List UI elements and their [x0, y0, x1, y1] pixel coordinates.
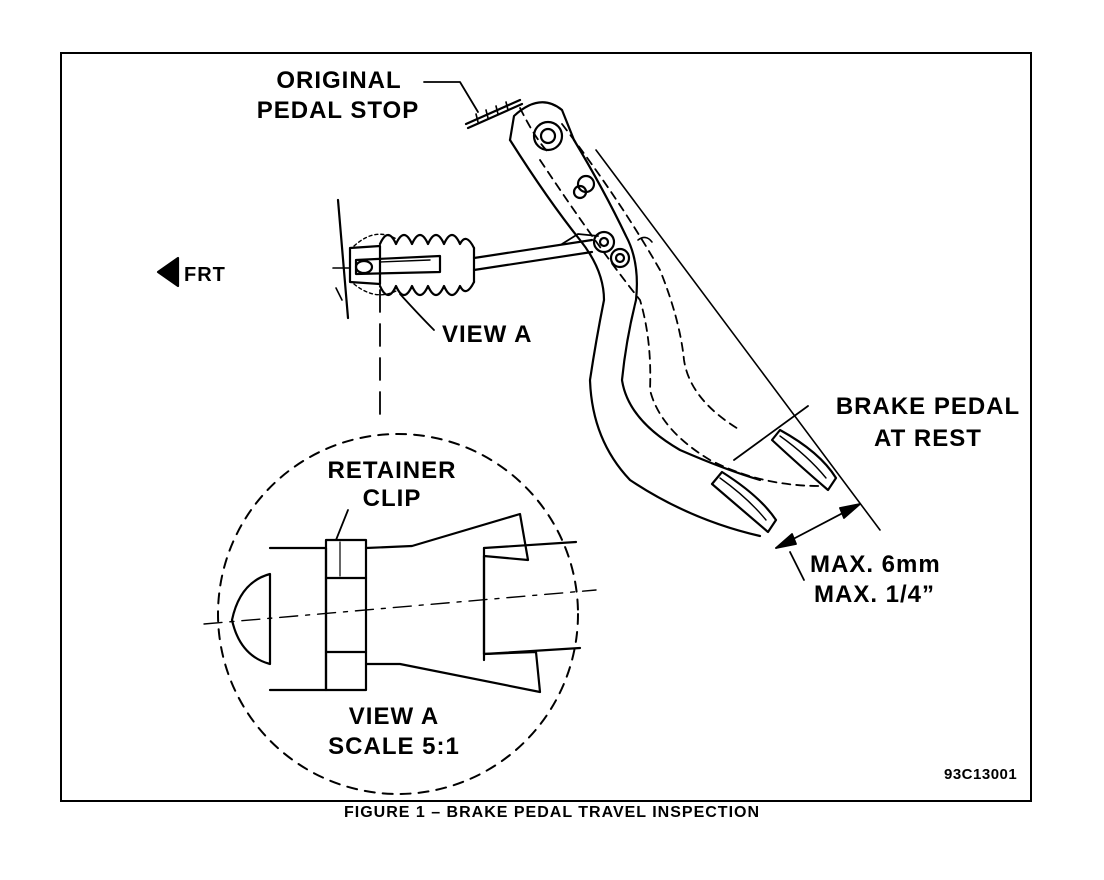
pedal-arm — [508, 101, 762, 538]
pedal-pads — [710, 428, 838, 534]
view-a-leader — [379, 289, 435, 421]
brake-pedal-leader — [733, 405, 809, 461]
booster-pushrod — [348, 233, 599, 297]
retainer-clip-label-1: RETAINER — [327, 457, 457, 484]
max-travel-dimension — [775, 503, 861, 581]
front-label: FRT — [184, 264, 226, 286]
front-arrow-icon — [156, 256, 180, 288]
figure-frame — [60, 52, 1032, 802]
detail-view-label: VIEW A — [348, 703, 440, 730]
pedal-stop — [423, 81, 524, 130]
figure-id-label: 93C13001 — [944, 766, 1018, 783]
reference-line — [595, 149, 881, 531]
brake-pedal-label-1: BRAKE PEDAL — [835, 393, 1021, 420]
original-pedal-stop-label-1: ORIGINAL — [276, 67, 402, 94]
max-mm-label: MAX. 6mm — [810, 551, 941, 578]
detail-scale-label: SCALE 5:1 — [328, 733, 460, 760]
brake-pedal-label-2: AT REST — [874, 425, 982, 452]
pedal-arm-rest-outline — [519, 107, 821, 487]
max-in-label: MAX. 1/4” — [814, 581, 936, 608]
original-pedal-stop-label-2: PEDAL STOP — [256, 97, 420, 124]
view-a-detail — [203, 433, 597, 795]
firewall-lines — [332, 198, 351, 320]
view-a-label: VIEW A — [442, 321, 533, 348]
figure-caption: FIGURE 1 – BRAKE PEDAL TRAVEL INSPECTION — [343, 804, 761, 821]
retainer-clip-label-2: CLIP — [362, 485, 422, 512]
